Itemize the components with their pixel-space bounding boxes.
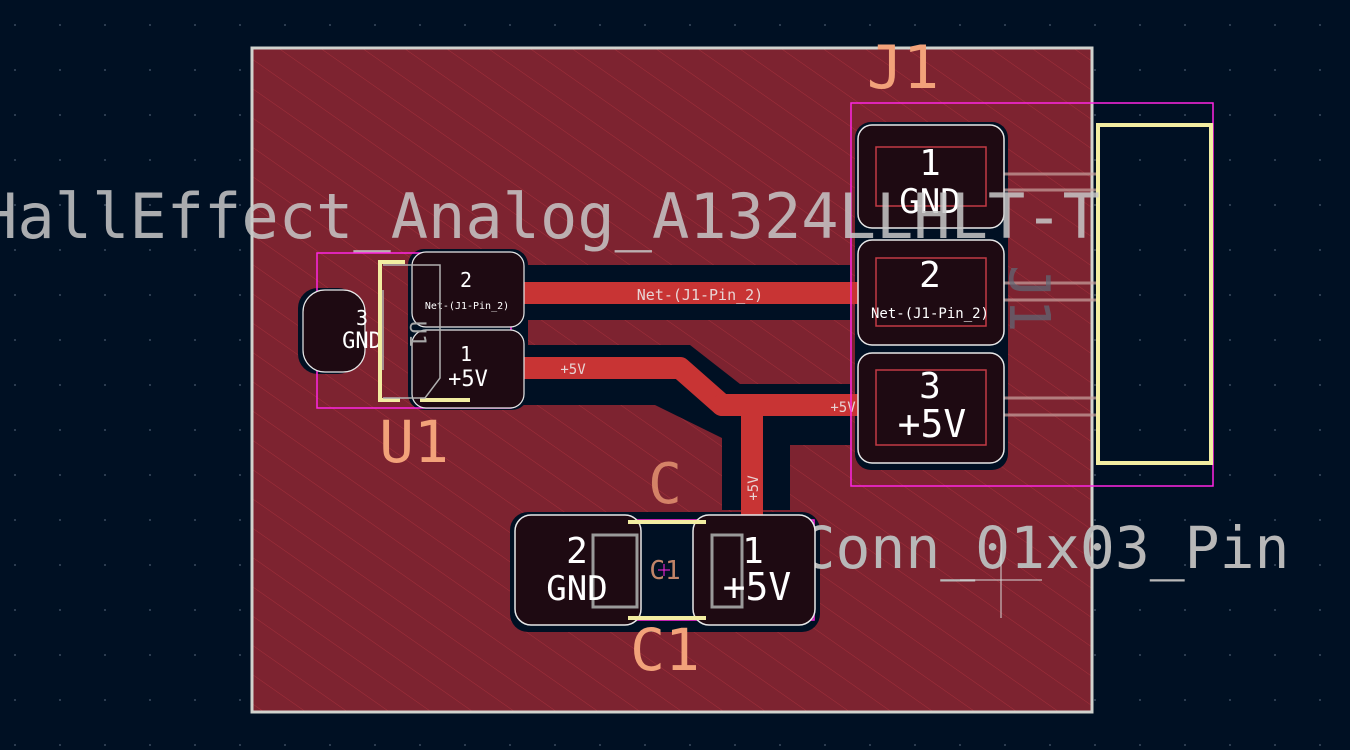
j1-pad-1-number: 1 <box>919 143 941 184</box>
footprint-c1[interactable]: C 2 GND 1 +5V C1 C1 <box>514 452 816 684</box>
u1-pad-1-number: 1 <box>460 342 472 366</box>
c1-anchor-marker <box>658 564 670 576</box>
u1-silkscreen-outline <box>378 260 470 402</box>
board-outline <box>250 46 1094 714</box>
u1-pad-2[interactable]: 2 Net-(J1-Pin_2) <box>411 251 525 328</box>
u1-pad-3-number: 3 <box>356 306 368 330</box>
footprint-u1[interactable]: HallEffect_Analog_A1324LLHLT-T 3 GND 2 N… <box>0 180 1100 476</box>
j1-pin-stubs <box>990 172 1098 417</box>
c1-pad-1-number: 1 <box>742 531 764 572</box>
footprint-j1[interactable]: 1 GND 2 Net-(J1-Pin_2) 3 +5V J1 Conn_01x… <box>801 33 1290 618</box>
c1-pad-1-net: +5V <box>723 565 792 609</box>
j1-value: Conn_01x03_Pin <box>801 514 1290 582</box>
c1-pad-1[interactable]: 1 +5V <box>692 514 816 626</box>
track-label-5v-right: +5V <box>830 400 856 416</box>
track-label-5v-vertical: +5V <box>746 475 762 501</box>
u1-fab-outline <box>382 264 441 399</box>
j1-reference: J1 <box>867 33 939 103</box>
u1-value: HallEffect_Analog_A1324LLHLT-T <box>0 180 1100 253</box>
u1-pad-3-net: GND <box>342 329 382 354</box>
u1-pad-2-number: 2 <box>460 268 472 292</box>
u1-fab-reference: U1 <box>404 321 429 348</box>
track-label-5v-top: +5V <box>560 362 586 378</box>
u1-pad-1-net: +5V <box>448 367 488 392</box>
c1-pad-2-number: 2 <box>566 531 588 572</box>
track-5v-u1[interactable] <box>459 357 733 416</box>
c1-value: C <box>648 452 682 517</box>
j1-pad-3-number: 3 <box>919 366 941 407</box>
j1-pad-2-net: Net-(J1-Pin_2) <box>871 306 989 322</box>
c1-pad-2[interactable]: 2 GND <box>514 514 642 626</box>
j1-pad-2[interactable]: 2 Net-(J1-Pin_2) <box>857 239 1005 346</box>
j1-pad-3[interactable]: 3 +5V <box>857 352 1005 464</box>
track-label-net-pin2: Net-(J1-Pin_2) <box>637 286 763 304</box>
j1-fab-reference: J1 <box>996 265 1061 332</box>
c1-reference: C1 <box>630 616 700 684</box>
c1-silkscreen-outline <box>628 520 706 620</box>
u1-reference: U1 <box>379 408 449 476</box>
c1-fab-reference: C1 <box>649 556 680 586</box>
u1-pad-3[interactable]: 3 GND <box>302 289 382 373</box>
j1-pad-1-net: GND <box>899 182 960 222</box>
u1-pad-2-net: Net-(J1-Pin_2) <box>425 301 509 312</box>
j1-body-outline <box>1096 123 1213 465</box>
j1-origin-crosshair <box>960 540 1042 618</box>
j1-pad-1[interactable]: 1 GND <box>857 124 1005 229</box>
c1-pad-2-net: GND <box>546 569 607 609</box>
j1-pad-3-net: +5V <box>898 402 967 446</box>
j1-pad-2-number: 2 <box>919 255 941 296</box>
